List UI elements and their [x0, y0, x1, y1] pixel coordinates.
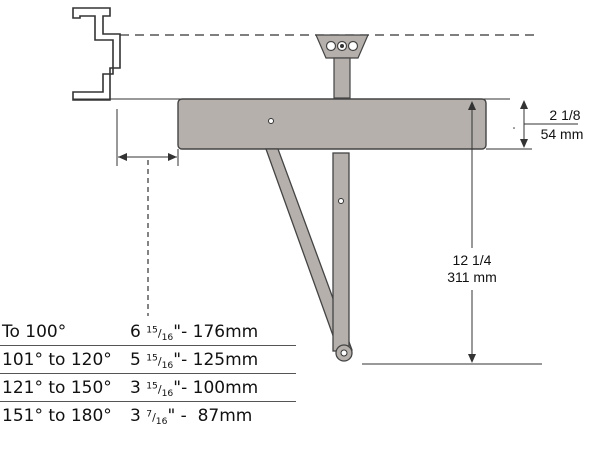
projection-arrow-left [118, 153, 127, 161]
projection-table: To 100° 6 15/16"- 176mm 101° to 120° 5 1… [0, 318, 300, 430]
table-row: 101° to 120° 5 15/16"- 125mm [0, 346, 300, 374]
top-dim-arrow-up [520, 100, 528, 109]
top-height-mm: 54 mm [540, 126, 584, 142]
table-row: 121° to 150° 3 15/16"- 100mm [0, 374, 300, 402]
projection-measurement: 5 15/16"- 125mm [130, 350, 259, 372]
table-row: To 100° 6 15/16"- 176mm [0, 318, 300, 346]
top-dim-tick [513, 127, 515, 129]
arm-height-inches: 12 1/4 [452, 252, 492, 268]
table-row: 151° to 180° 3 7/16" - 87mm [0, 402, 300, 430]
elbow-pivot-pin [340, 349, 348, 357]
arm-height-mm: 311 mm [447, 269, 497, 285]
closer-body [177, 98, 487, 150]
projection-measurement: 3 15/16"- 100mm [130, 378, 259, 400]
top-dim-arrow-down [520, 139, 528, 148]
bracket-screw-right [347, 40, 359, 52]
projection-measurement: 6 15/16"- 176mm [130, 322, 259, 344]
angle-range: 151° to 180° [2, 406, 112, 426]
bracket-screw-left [325, 40, 337, 52]
angle-range: To 100° [2, 322, 67, 342]
bracket-screw-center-dot [340, 44, 344, 48]
forearm-screw [338, 198, 344, 204]
projection-measurement: 3 7/16" - 87mm [130, 406, 253, 428]
projection-arrow-right [168, 153, 177, 161]
angle-range: 101° to 120° [2, 350, 112, 370]
arm-dim-arrow-down [468, 354, 476, 363]
top-height-inches: 2 1/8 [549, 107, 581, 123]
closer-body-screw [268, 118, 274, 124]
door-frame-profile [72, 7, 121, 101]
angle-range: 121° to 150° [2, 378, 112, 398]
vertical-post [333, 57, 351, 99]
forearm [332, 152, 350, 352]
arm-dim-arrow-up [468, 101, 476, 110]
